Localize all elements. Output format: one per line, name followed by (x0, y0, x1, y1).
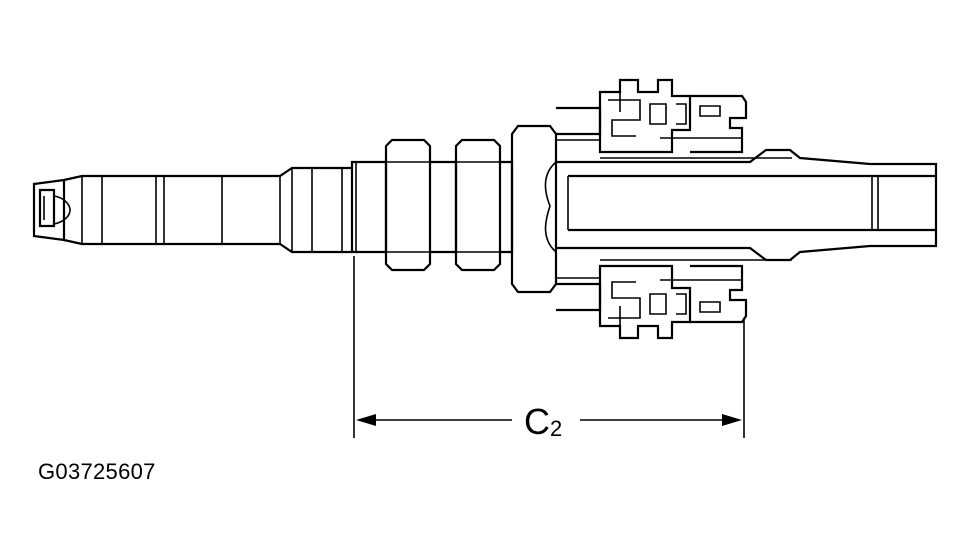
lower-clutch-pack (598, 259, 792, 340)
shaft-end-cap (32, 178, 71, 242)
figure-code: G03725607 (38, 459, 156, 484)
arrowhead-left (356, 414, 376, 426)
dimension-c2: C2 (353, 256, 745, 442)
clutch-hub (510, 106, 602, 312)
output-shaft (556, 148, 938, 262)
gear-section (350, 138, 514, 272)
input-shaft (63, 166, 352, 254)
upper-clutch-pack (598, 78, 792, 159)
dimension-label: C2 (524, 401, 562, 442)
arrowhead-right (722, 414, 742, 426)
